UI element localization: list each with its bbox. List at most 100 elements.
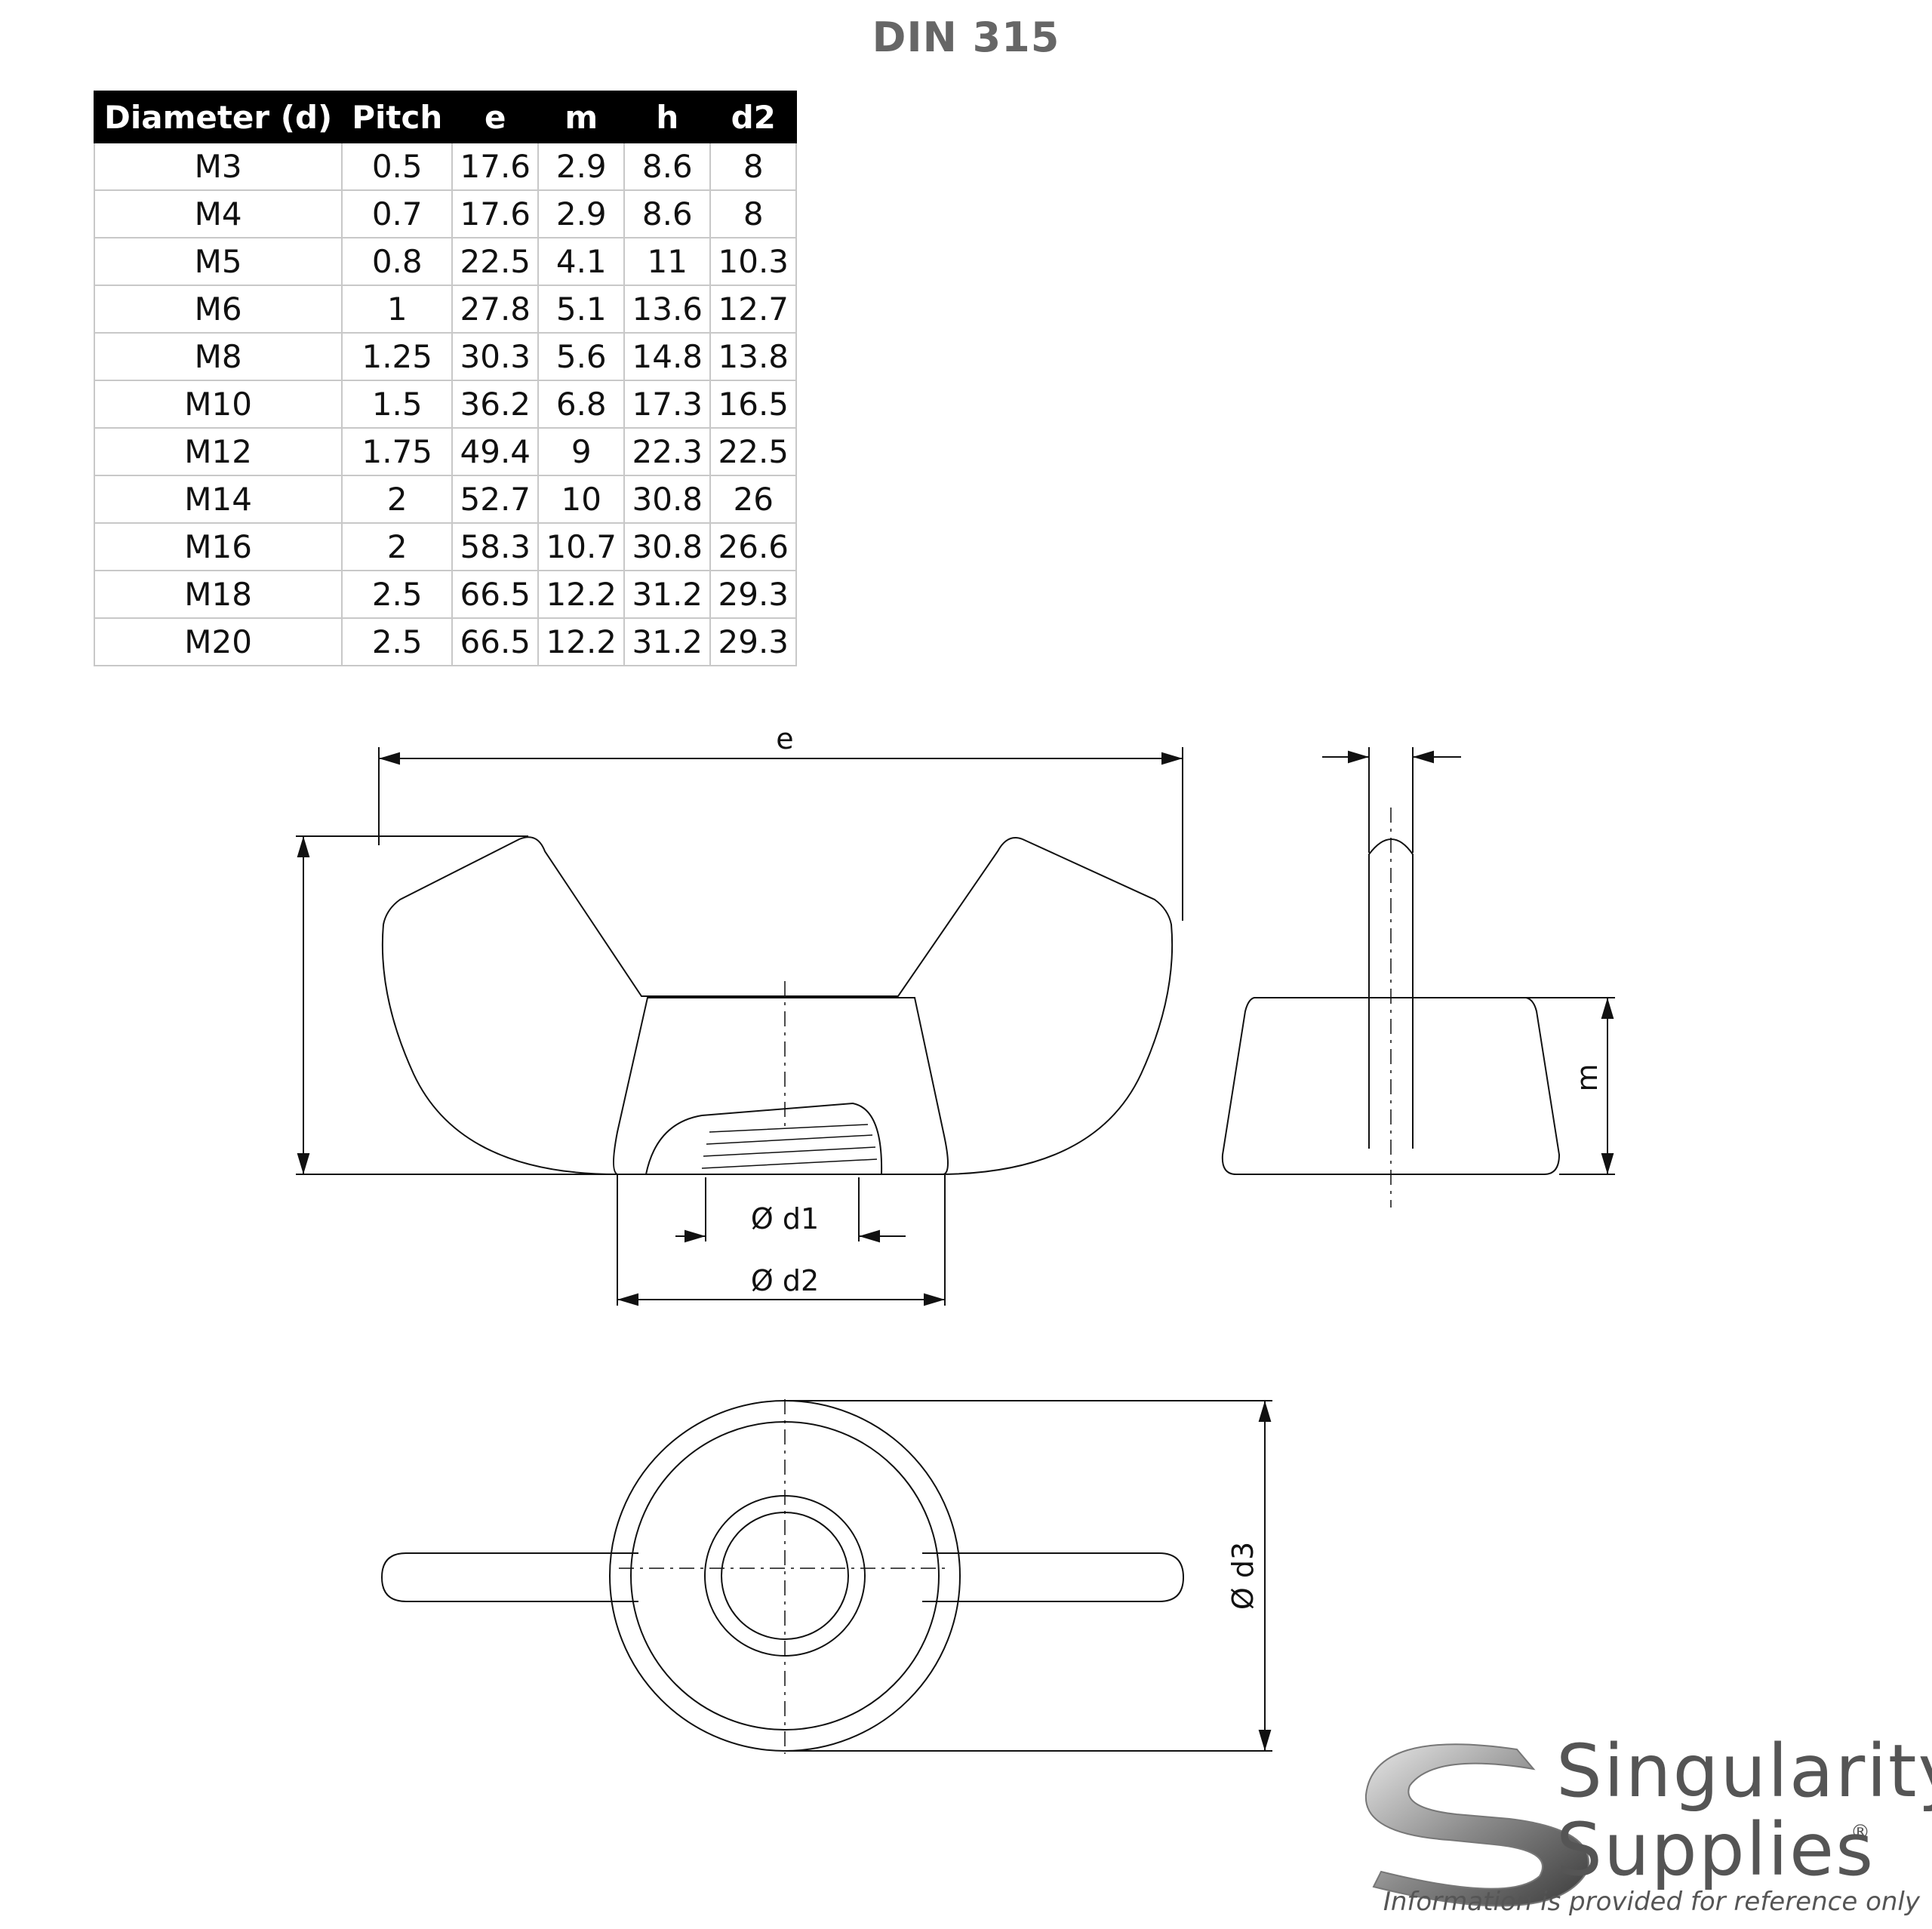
cell-diameter: M14 — [93, 475, 343, 524]
logo-registered: ® — [1850, 1821, 1870, 1844]
cell-h: 8.6 — [623, 142, 712, 191]
boss-trapezoid — [613, 997, 949, 1175]
cell-e: 49.4 — [451, 427, 540, 476]
cell-pitch: 0.5 — [341, 142, 454, 191]
cell-d2: 16.5 — [709, 380, 798, 429]
cell-m: 10.7 — [537, 522, 626, 571]
cell-d2: 13.8 — [709, 332, 798, 381]
brand-logo: Singularity Supplies ® — [1364, 1729, 1932, 1907]
front-outline — [381, 836, 1174, 1175]
disclaimer-text: Information is provided for reference on… — [1383, 1887, 1920, 1917]
top-wing-left — [380, 1552, 638, 1602]
thread-cutaway — [645, 1102, 883, 1175]
cell-pitch: 1.25 — [341, 332, 454, 381]
cell-diameter: M20 — [93, 617, 343, 666]
cell-diameter: M12 — [93, 427, 343, 476]
cell-h: 31.2 — [623, 570, 712, 619]
cell-m: 9 — [537, 427, 626, 476]
cell-diameter: M5 — [93, 237, 343, 286]
cell-h: 13.6 — [623, 285, 712, 334]
dimension-h — [296, 835, 619, 1175]
label-m: m — [1571, 1063, 1604, 1091]
cell-e: 58.3 — [451, 522, 540, 571]
cell-pitch: 2 — [341, 522, 454, 571]
cell-diameter: M16 — [93, 522, 343, 571]
page-title: DIN 315 — [872, 14, 1060, 61]
cell-h: 22.3 — [623, 427, 712, 476]
cell-e: 27.8 — [451, 285, 540, 334]
cell-d2: 26.6 — [709, 522, 798, 571]
cell-diameter: M6 — [93, 285, 343, 334]
cell-pitch: 1.75 — [341, 427, 454, 476]
cell-pitch: 2.5 — [341, 617, 454, 666]
cell-diameter: M8 — [93, 332, 343, 381]
cell-pitch: 1 — [341, 285, 454, 334]
cell-pitch: 2 — [341, 475, 454, 524]
cell-e: 36.2 — [451, 380, 540, 429]
top-view — [380, 1399, 1185, 1754]
label-d3: Ø d3 — [1226, 1542, 1260, 1610]
dimension-d2 — [617, 1174, 946, 1306]
label-d2: Ø d2 — [751, 1264, 819, 1297]
cell-m: 6.8 — [537, 380, 626, 429]
cell-d2: 12.7 — [709, 285, 798, 334]
dimension-d3 — [785, 1400, 1272, 1752]
dimension-m — [1526, 997, 1615, 1175]
cell-e: 52.7 — [451, 475, 540, 524]
cell-diameter: M3 — [93, 142, 343, 191]
cell-diameter: M4 — [93, 189, 343, 238]
cell-d2: 8 — [709, 142, 798, 191]
label-d1: Ø d1 — [751, 1202, 819, 1235]
logo-s-mark — [1364, 1743, 1590, 1907]
cell-diameter: M18 — [93, 570, 343, 619]
table-header-row: Diameter (d) Pitch e m h d2 — [93, 91, 798, 143]
top-wing-right — [922, 1552, 1185, 1602]
cell-m: 4.1 — [537, 237, 626, 286]
side-trapezoid — [1221, 997, 1561, 1175]
cell-m: 10 — [537, 475, 626, 524]
cell-m: 5.1 — [537, 285, 626, 334]
cell-d2: 22.5 — [709, 427, 798, 476]
dimension-side-thickness — [1322, 747, 1461, 853]
cell-h: 17.3 — [623, 380, 712, 429]
cell-m: 12.2 — [537, 617, 626, 666]
cell-m: 12.2 — [537, 570, 626, 619]
header-diameter: Diameter (d) — [93, 91, 343, 143]
cell-d2: 29.3 — [709, 570, 798, 619]
cell-pitch: 0.7 — [341, 189, 454, 238]
cell-e: 22.5 — [451, 237, 540, 286]
cell-h: 8.6 — [623, 189, 712, 238]
cell-m: 2.9 — [537, 142, 626, 191]
cell-pitch: 2.5 — [341, 570, 454, 619]
header-e: e — [451, 91, 540, 143]
cell-h: 31.2 — [623, 617, 712, 666]
side-view — [1221, 808, 1561, 1208]
cell-h: 30.8 — [623, 522, 712, 571]
cell-d2: 10.3 — [709, 237, 798, 286]
cell-e: 17.6 — [451, 142, 540, 191]
cell-h: 30.8 — [623, 475, 712, 524]
header-d2: d2 — [709, 91, 798, 143]
cell-e: 30.3 — [451, 332, 540, 381]
front-view — [381, 836, 1174, 1175]
logo-line2: Supplies — [1556, 1807, 1875, 1892]
header-m: m — [537, 91, 626, 143]
cell-pitch: 0.8 — [341, 237, 454, 286]
cell-h: 11 — [623, 237, 712, 286]
dimension-e — [378, 747, 1183, 921]
cell-e: 17.6 — [451, 189, 540, 238]
cell-pitch: 1.5 — [341, 380, 454, 429]
cell-m: 2.9 — [537, 189, 626, 238]
dimension-d1 — [675, 1177, 906, 1243]
